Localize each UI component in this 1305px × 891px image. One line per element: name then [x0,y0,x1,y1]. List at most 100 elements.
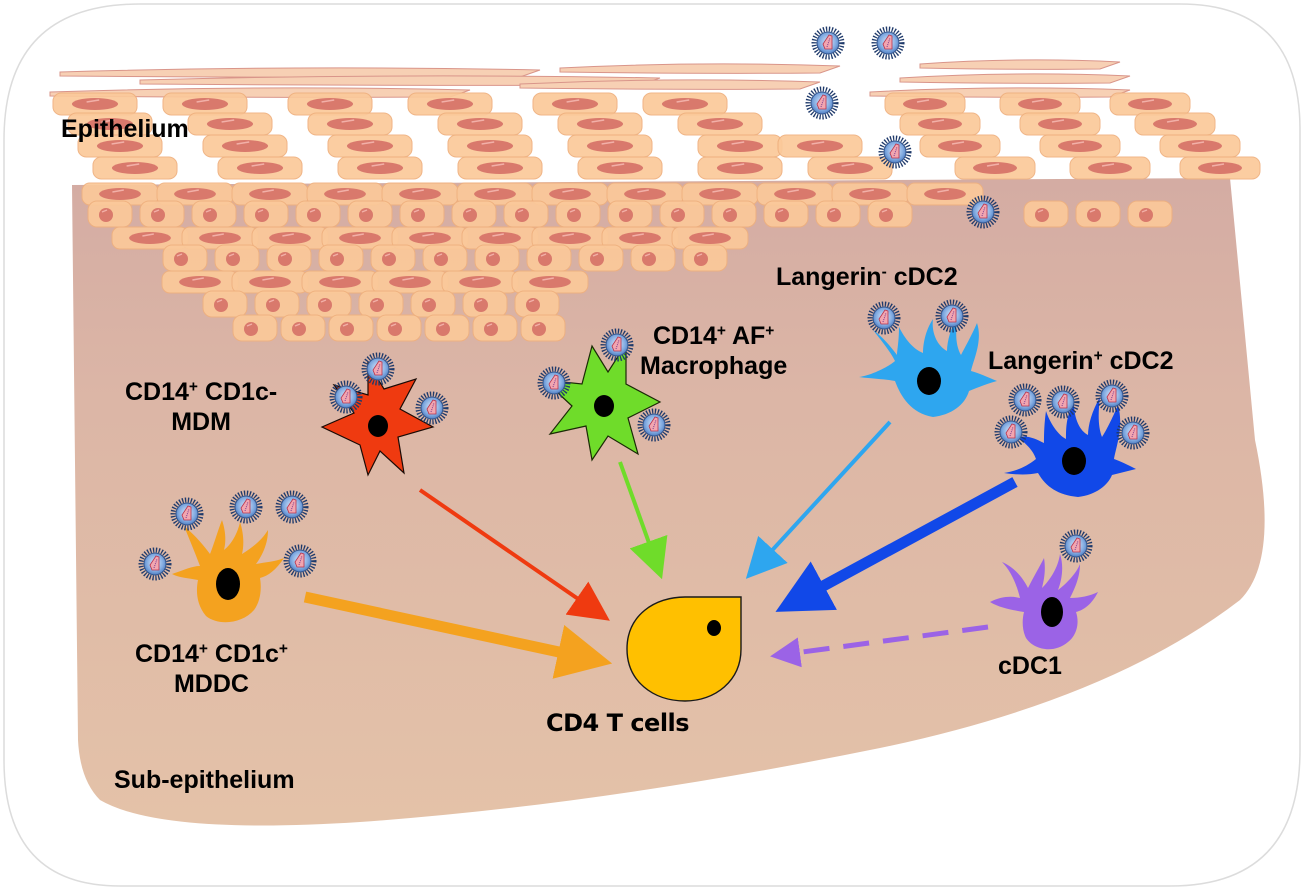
epithelial-cell [1159,134,1241,158]
mdm-label: CD14+ CD1c- MDM [125,378,278,436]
cd4-t-cell [626,596,742,702]
epithelial-cell [1023,200,1069,228]
epithelial-cell [567,134,653,158]
epithelial-cell [87,200,133,228]
epithelial-cell [511,270,589,294]
epithelial-cell [243,200,289,228]
nucleus [1041,597,1063,627]
epithelial-cell [462,290,508,318]
epithelial-cell [557,112,643,136]
cdc1-cell [990,554,1098,650]
epithelial-cell [899,112,981,136]
epithelial-cell [307,112,393,136]
langerin-neg-cdc2-label: Langerin- cDC2 [776,263,958,291]
epithelial-cell [697,134,783,158]
epithelial-cell [906,182,984,206]
nucleus [707,620,721,636]
epithelial-cell [919,134,1001,158]
arrow-cdc1-to-tcell [770,624,989,668]
epithelial-cell [682,244,728,272]
epithelial-cell [1075,200,1121,228]
epithelial-cell [555,200,601,228]
epithelial-cell [232,314,278,342]
epithelial-cell [1134,112,1216,136]
epithelial-cell [371,270,449,294]
arrow-macrophage-to-tcell [618,461,668,580]
epithelial-cell [677,112,763,136]
mddc-cell [172,520,284,623]
nucleus [1062,447,1086,475]
epithelial-cell [370,244,416,272]
epithelium-label: Epithelium [61,115,189,143]
epithelial-cell [447,134,533,158]
squamous-cell [899,73,1131,84]
epithelial-cell [642,92,728,116]
epithelial-cell [347,200,393,228]
squamous-cell [559,63,841,74]
epithelial-cell [306,290,352,318]
epithelial-cell [231,270,309,294]
epithelial-cell [318,244,364,272]
epithelial-cell [376,314,422,342]
epithelial-cell [777,134,863,158]
epithelial-cell [1039,134,1121,158]
epithelial-cell [287,92,373,116]
langerin-pos-cdc2-label: Langerin+ cDC2 [988,347,1174,375]
squamous-cell [919,59,1121,70]
epithelial-cell [711,200,757,228]
cdc1-label: cDC1 [998,652,1062,680]
epithelial-cell [472,314,518,342]
epithelial-cell [162,92,248,116]
epithelial-cell [161,270,239,294]
subepithelium-tissue [72,178,1265,826]
epithelial-cell [399,200,445,228]
epithelial-cell [526,244,572,272]
epithelial-cell [327,134,413,158]
epithelial-cell [407,92,493,116]
macrophage-label: CD14+ AF+ Macrophage [640,322,788,380]
epithelial-cell [577,156,663,180]
epithelial-cell [92,156,178,180]
epithelial-cell [202,134,288,158]
nucleus [216,568,240,600]
epithelium-layer [49,59,1261,342]
epithelial-cell [162,244,208,272]
epithelial-cell [999,92,1081,116]
epithelial-cell [337,156,423,180]
epithelial-cell [280,314,326,342]
mddc-label: CD14+ CD1c+ MDDC [135,640,288,698]
epithelial-cell [630,244,676,272]
epithelial-cell [410,290,456,318]
epithelial-cell [532,92,618,116]
epithelial-cell [328,314,374,342]
epithelial-cell [254,290,300,318]
epithelial-cell [520,314,566,342]
epithelial-cell [763,200,809,228]
epithelial-cell [1019,112,1101,136]
epithelial-cell [422,244,468,272]
epithelial-cell [1127,200,1173,228]
epithelial-cell [697,156,783,180]
epithelial-cell [202,290,248,318]
squamous-cell [519,79,821,90]
epithelial-cell [1069,156,1151,180]
epithelial-cell [214,244,260,272]
epithelial-cell [217,156,303,180]
epithelial-cell [451,200,497,228]
epithelial-cell [457,156,543,180]
epithelial-cell [954,156,1036,180]
epithelial-cell [358,290,404,318]
epithelial-cell [815,200,861,228]
langerin-pos-cdc2-cell [1004,397,1136,497]
epithelial-cell [503,200,549,228]
epithelial-cell [52,92,138,116]
epithelial-cell [578,244,624,272]
epithelial-cell [1179,156,1261,180]
epithelial-cell [1109,92,1191,116]
epithelial-cell [437,112,523,136]
epithelial-cell [441,270,519,294]
epithelial-cell [424,314,470,342]
epithelial-cell [191,200,237,228]
epithelial-cell [807,156,893,180]
